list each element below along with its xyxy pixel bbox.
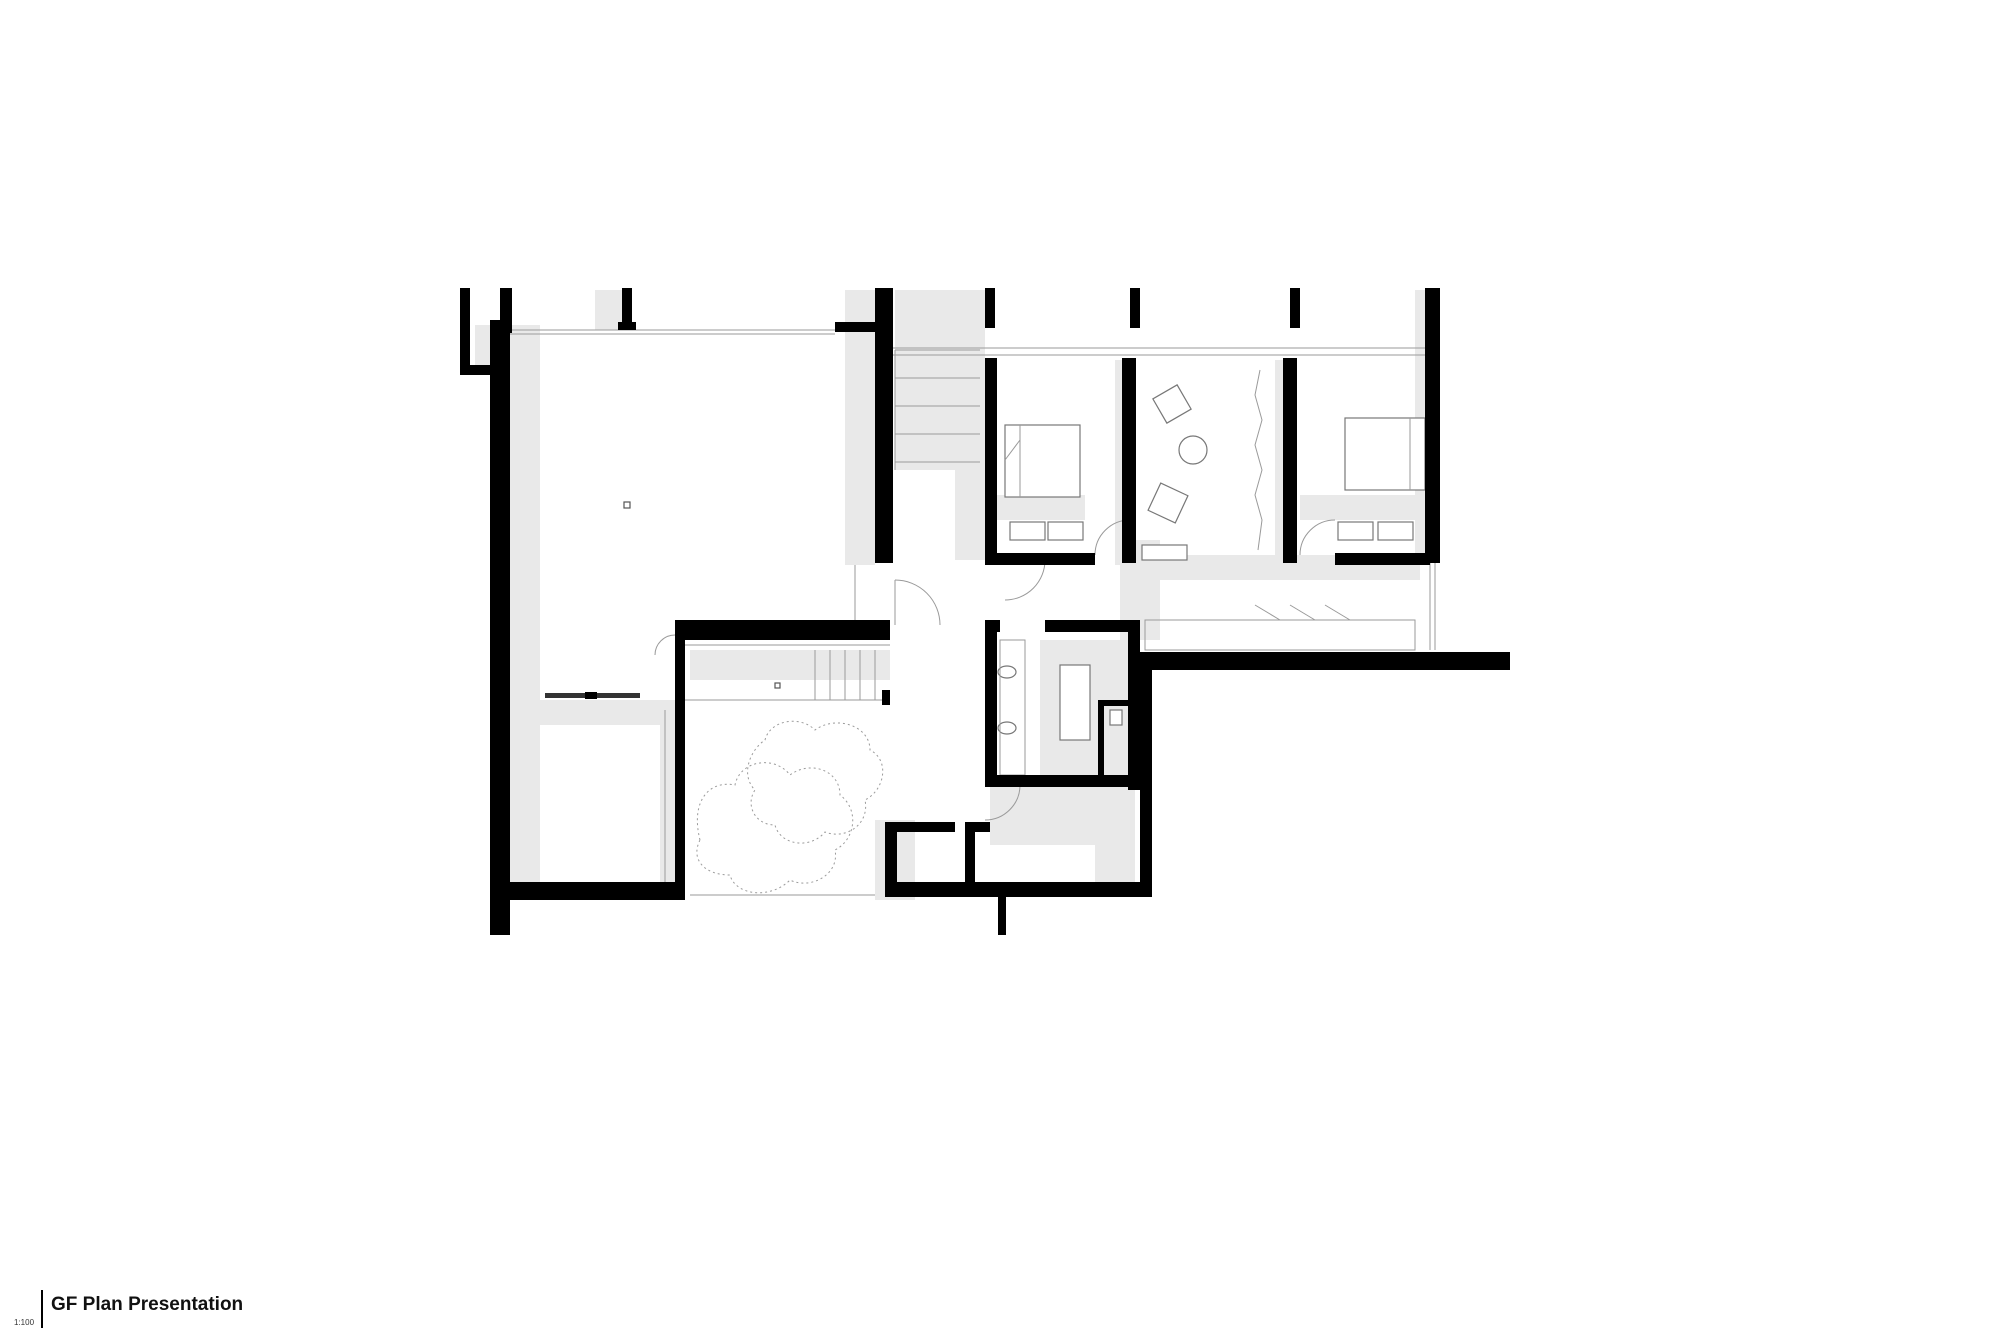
bed-left — [1004, 424, 1081, 498]
walls — [460, 288, 1510, 935]
armchair-2 — [1147, 482, 1189, 524]
side-table — [1178, 435, 1208, 465]
title-divider — [41, 1290, 43, 1328]
bed-right — [1344, 417, 1426, 491]
drawing-title: GF Plan Presentation — [51, 1294, 244, 1315]
furniture — [997, 369, 1426, 776]
bathtub — [1059, 664, 1091, 741]
courtyard-tree — [696, 720, 884, 894]
stair-lower — [814, 650, 876, 700]
drawing-scale: 1:100 — [14, 1318, 35, 1327]
thin-linework — [510, 329, 1436, 896]
stair-upper — [894, 349, 980, 470]
armchair-1 — [1152, 384, 1192, 424]
